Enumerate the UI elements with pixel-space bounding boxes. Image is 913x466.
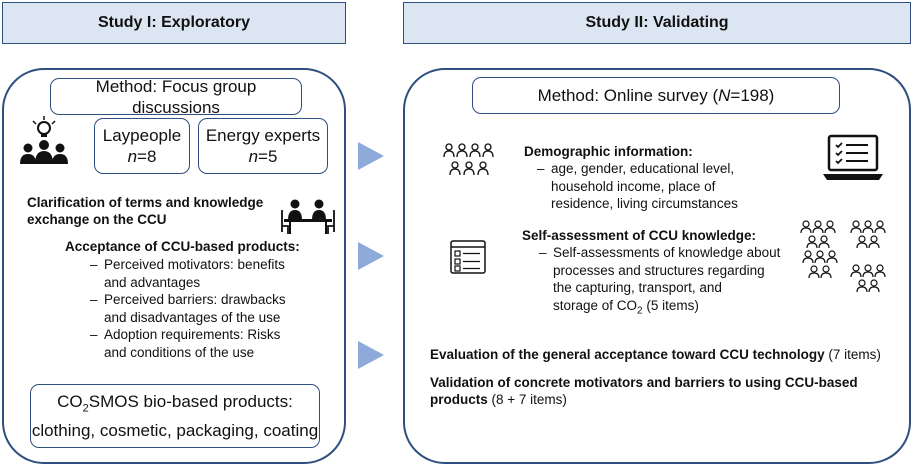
bullet-text: and advantages bbox=[104, 274, 201, 290]
bullet-requirements: –Adoption requirements: Risks and conditi… bbox=[90, 326, 340, 361]
self-assessment-title: Self-assessment of CCU knowledge: bbox=[522, 228, 757, 243]
validation-items: (8 + 7 items) bbox=[487, 392, 567, 407]
form-checklist-icon bbox=[450, 240, 486, 274]
self-assessment-line-2: processes and structures regarding bbox=[553, 262, 765, 278]
evaluation-text: Evaluation of the general acceptance tow… bbox=[430, 346, 900, 363]
demographic-list: – age, gender, educational level, househ… bbox=[537, 160, 797, 213]
method-n-symbol: N bbox=[718, 86, 731, 105]
co2-subscript: 2 bbox=[637, 305, 643, 317]
acceptance-title: Acceptance of CCU-based products: bbox=[65, 239, 300, 254]
bullet-text: and conditions of the use bbox=[104, 344, 255, 360]
demographic-title: Demographic information: bbox=[524, 144, 693, 159]
energy-experts-box: Energy experts n=5 bbox=[198, 118, 328, 174]
self-assessment-line-1: Self-assessments of knowledge about bbox=[553, 245, 781, 260]
method-prefix: Method: Online survey ( bbox=[537, 86, 719, 105]
evaluation-bold: Evaluation of the general acceptance tow… bbox=[430, 347, 825, 362]
validation-line-2: products (8 + 7 items) bbox=[430, 391, 900, 408]
people-grid-icon bbox=[443, 143, 494, 176]
laypeople-label: Laypeople bbox=[102, 126, 182, 145]
study2-method-text: Method: Online survey (N=198) bbox=[538, 85, 775, 106]
study1-method-text: Method: Focus group discussions bbox=[95, 76, 257, 117]
study2-header: Study II: Validating bbox=[403, 2, 911, 44]
study1-header-text: Study I: Exploratory bbox=[97, 14, 251, 31]
laypeople-box: Laypeople n=8 bbox=[94, 118, 190, 174]
demographic-line-1: age, gender, educational level, bbox=[551, 161, 735, 176]
demographic-line-3: residence, living circumstances bbox=[551, 196, 738, 211]
validation-text: Validation of concrete motivators and ba… bbox=[430, 374, 900, 408]
laypeople-count: =8 bbox=[137, 147, 157, 166]
bullet-dash: – bbox=[90, 257, 98, 272]
validation-line-1: Validation of concrete motivators and ba… bbox=[430, 375, 858, 390]
laptop-checklist-icon bbox=[823, 134, 883, 180]
bullet-dash: – bbox=[539, 245, 547, 260]
clarification-line-2: exchange on the CCU bbox=[27, 212, 167, 227]
bullet-motivators: –Perceived motivators: benefits and advan… bbox=[90, 256, 340, 291]
demographic-bullet: – age, gender, educational level, househ… bbox=[537, 160, 797, 213]
bullet-dash: – bbox=[537, 161, 545, 176]
clarification-line-1: Clarification of terms and knowledge bbox=[27, 195, 264, 210]
self-assessment-bullet: – Self-assessments of knowledge about pr… bbox=[539, 244, 809, 320]
self-assessment-line-3: the capturing, transport, and bbox=[553, 280, 722, 295]
bullet-text: Perceived motivators: benefits bbox=[104, 257, 285, 272]
co2-subscript: 2 bbox=[82, 402, 89, 415]
energy-experts-label: Energy experts bbox=[205, 126, 321, 145]
study2-header-text: Study II: Validating bbox=[585, 14, 729, 31]
study2-method-box: Method: Online survey (N=198) bbox=[472, 77, 840, 114]
co2-text: storage of CO bbox=[553, 297, 638, 313]
bullet-dash: – bbox=[90, 292, 98, 307]
evaluation-items: (7 items) bbox=[824, 347, 881, 362]
bullet-dash: – bbox=[90, 327, 98, 342]
co2smos-text: SMOS bio-based products: bbox=[88, 392, 293, 412]
energy-experts-n-symbol: n bbox=[248, 147, 259, 166]
bullet-text: and disadvantages of the use bbox=[104, 309, 281, 325]
group-lightbulb-icon bbox=[20, 116, 68, 164]
bullet-text: Perceived barriers: drawbacks bbox=[104, 292, 286, 307]
crowd-people-icon bbox=[800, 220, 886, 293]
self-assessment-list: – Self-assessments of knowledge about pr… bbox=[539, 244, 809, 320]
co2smos-products-box: CO2SMOS bio-based products: clothing, co… bbox=[30, 384, 320, 448]
meeting-table-icon bbox=[281, 199, 335, 234]
validation-bold: products bbox=[430, 392, 488, 407]
study1-header: Study I: Exploratory bbox=[2, 2, 346, 44]
arrow-right-2 bbox=[358, 242, 384, 270]
energy-experts-count: =5 bbox=[258, 147, 278, 166]
items-count: (5 items) bbox=[642, 297, 699, 313]
co2smos-line-2: clothing, cosmetic, packaging, coating bbox=[31, 420, 319, 440]
laypeople-n-symbol: n bbox=[127, 147, 138, 166]
co2-text: CO bbox=[57, 392, 83, 412]
self-assessment-line-4: storage of CO2 (5 items) bbox=[553, 297, 780, 320]
clarification-text: Clarification of terms and knowledge exc… bbox=[27, 194, 297, 228]
arrow-right-3 bbox=[358, 341, 384, 369]
study1-method-box: Method: Focus group discussions bbox=[50, 76, 302, 117]
demographic-line-2: household income, place of bbox=[551, 178, 716, 194]
method-count: =198) bbox=[730, 86, 775, 105]
bullet-text: Adoption requirements: Risks bbox=[104, 327, 281, 342]
bullet-barriers: –Perceived barriers: drawbacks and disadv… bbox=[90, 291, 340, 326]
co2smos-line-1: CO2SMOS bio-based products: bbox=[57, 391, 293, 419]
arrow-right-1 bbox=[358, 142, 384, 170]
